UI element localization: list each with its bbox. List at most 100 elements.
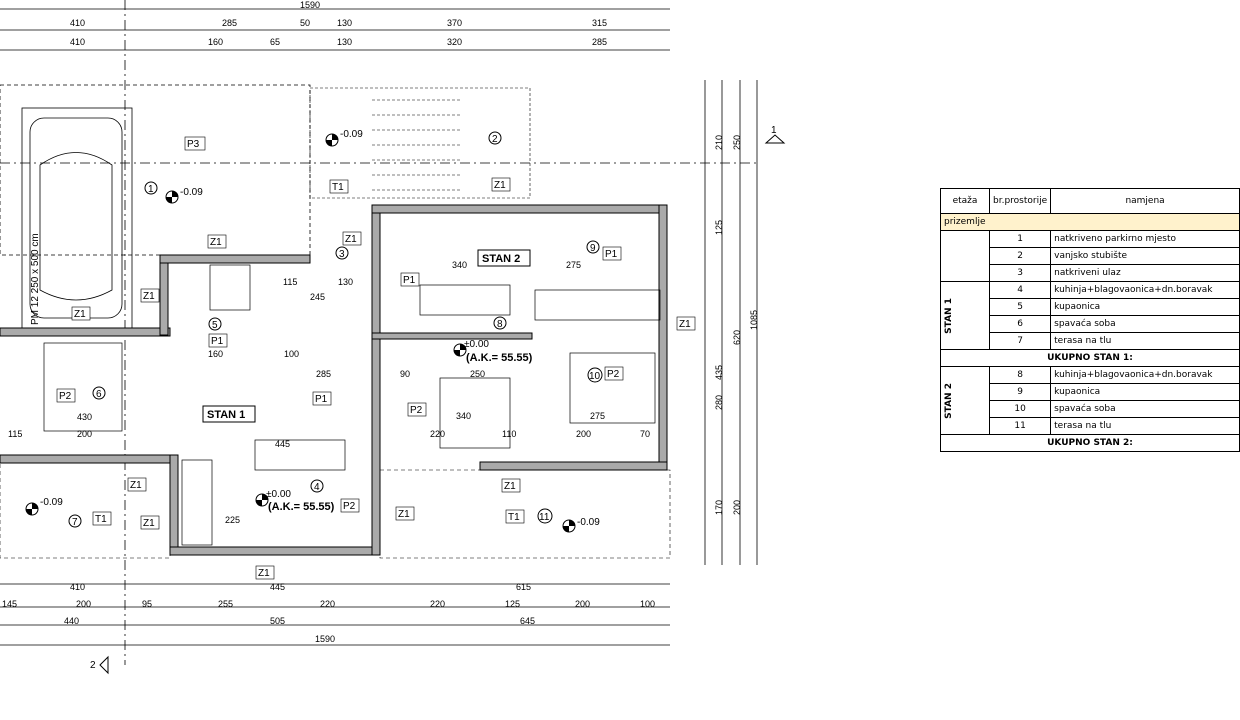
dim-bottom: 505 [270, 616, 285, 626]
level-marker-icon [25, 502, 39, 516]
tag-t1: T1 [508, 512, 520, 523]
dim-interior: 200 [77, 429, 92, 439]
material-tags: P3 T1 Z1 Z1 Z1 Z1 Z1 P1 P1 P1 P1 P2 P2 P… [56, 136, 696, 580]
dim-interior: 110 [502, 429, 516, 439]
tag-p2: P2 [607, 369, 620, 380]
dim-interior: 115 [8, 429, 22, 439]
room-purpose: terasa na tlu [1050, 332, 1240, 350]
room-number: 1 [148, 184, 154, 195]
dim-top: 370 [447, 18, 462, 28]
room-numbers: 1 2 3 4 5 6 7 8 9 10 11 [68, 131, 603, 528]
dim-interior: 285 [316, 369, 331, 379]
dim-bottom: 220 [430, 599, 445, 609]
level-value: -0.09 [180, 187, 203, 198]
dim-interior: 340 [452, 260, 467, 270]
tag-p1: P1 [315, 394, 328, 405]
tag-t1: T1 [95, 514, 107, 525]
level-value: -0.09 [340, 129, 363, 140]
dim-bottom: 645 [520, 616, 535, 626]
room-no: 5 [988, 298, 1052, 316]
dim-right: 280 [714, 395, 724, 410]
room-number: 3 [339, 249, 345, 260]
dim-bottom: 200 [76, 599, 91, 609]
dim-interior: 70 [640, 429, 650, 439]
dim-right: 620 [732, 330, 742, 345]
level-marker-icon [165, 190, 179, 204]
apartment-label-stan1: STAN 1 [207, 409, 245, 421]
terraces [0, 462, 671, 559]
room-purpose: natkriveni ulaz [1050, 264, 1240, 282]
tag-z1: Z1 [258, 568, 270, 579]
room-legend-table: etaža br.prostorije namjena prizemlje 1 … [940, 188, 1240, 452]
stan1-group-cell: STAN 1 [940, 281, 990, 350]
dim-right: 1085 [749, 310, 759, 330]
dim-interior: 90 [400, 369, 410, 379]
dim-top: 160 [208, 37, 223, 47]
header-floor: etaža [940, 188, 990, 214]
parking-label: PM 12 250 x 500 cm [30, 233, 41, 325]
room-no: 7 [988, 332, 1052, 350]
dim-interior: 340 [456, 411, 471, 421]
dim-bottom: 255 [218, 599, 233, 609]
dim-interior: 245 [310, 292, 325, 302]
room-number: 4 [314, 482, 320, 493]
dim-interior: 250 [470, 369, 485, 379]
tag-p1: P1 [211, 336, 224, 347]
stair [309, 87, 531, 199]
level-marker-icon [562, 519, 576, 533]
room-no: 4 [988, 281, 1052, 299]
tag-z1: Z1 [504, 481, 516, 492]
dimension-lines-top [0, 8, 758, 646]
dim-interior: 200 [576, 429, 591, 439]
dim-interior: 445 [275, 439, 290, 449]
header-purpose: namjena [1050, 188, 1240, 214]
tag-z1: Z1 [143, 518, 155, 529]
stan2-label: STAN 2 [944, 382, 954, 419]
dim-top: 410 [70, 18, 85, 28]
furniture [43, 264, 661, 546]
tag-z1: Z1 [494, 180, 506, 191]
dim-top: 285 [222, 18, 237, 28]
room-number: 7 [72, 517, 78, 528]
dim-bottom: 440 [64, 616, 79, 626]
dim-top: 50 [300, 18, 310, 28]
room-purpose: kuhinja+blagovaonica+dn.boravak [1050, 366, 1240, 384]
tag-p2: P2 [59, 391, 72, 402]
tag-z1: Z1 [130, 480, 142, 491]
room-purpose: spavaća soba [1050, 400, 1240, 418]
tag-z1: Z1 [398, 509, 410, 520]
tag-p3: P3 [187, 139, 200, 150]
level-zero: ±0.00 [464, 339, 489, 350]
tag-z1: Z1 [210, 237, 222, 248]
dim-interior: 275 [590, 411, 605, 421]
tag-z1: Z1 [143, 291, 155, 302]
level-ak: (A.K.= 55.55) [268, 501, 335, 513]
room-purpose: terasa na tlu [1050, 417, 1240, 435]
room-no: 1 [988, 230, 1052, 248]
dim-interior: 225 [225, 515, 240, 525]
building-walls [0, 204, 668, 556]
room-purpose: natkriveno parkirno mjesto [1050, 230, 1240, 248]
dim-top: 130 [337, 37, 352, 47]
room-number: 11 [539, 512, 550, 523]
section-mark-label: 1 [771, 125, 777, 136]
room-no: 6 [988, 315, 1052, 333]
room-number: 8 [497, 319, 503, 330]
dim-top: 65 [270, 37, 280, 47]
level-marker-icon [453, 343, 467, 357]
dim-bottom-total: 1590 [315, 634, 335, 644]
stan1-total: UKUPNO STAN 1: [940, 349, 1240, 367]
dim-top: 285 [592, 37, 607, 47]
dim-interior: 220 [430, 429, 445, 439]
axis-lines [0, 0, 760, 665]
room-purpose: vanjsko stubište [1050, 247, 1240, 265]
dim-interior: 275 [566, 260, 581, 270]
room-no: 3 [988, 264, 1052, 282]
dim-bottom: 145 [2, 599, 17, 609]
stan2-total: UKUPNO STAN 2: [940, 434, 1240, 452]
dim-interior: 115 [283, 277, 297, 287]
dim-bottom: 445 [270, 582, 285, 592]
room-purpose: kuhinja+blagovaonica+dn.boravak [1050, 281, 1240, 299]
room-number: 6 [96, 389, 102, 400]
dim-right: 435 [714, 365, 724, 380]
